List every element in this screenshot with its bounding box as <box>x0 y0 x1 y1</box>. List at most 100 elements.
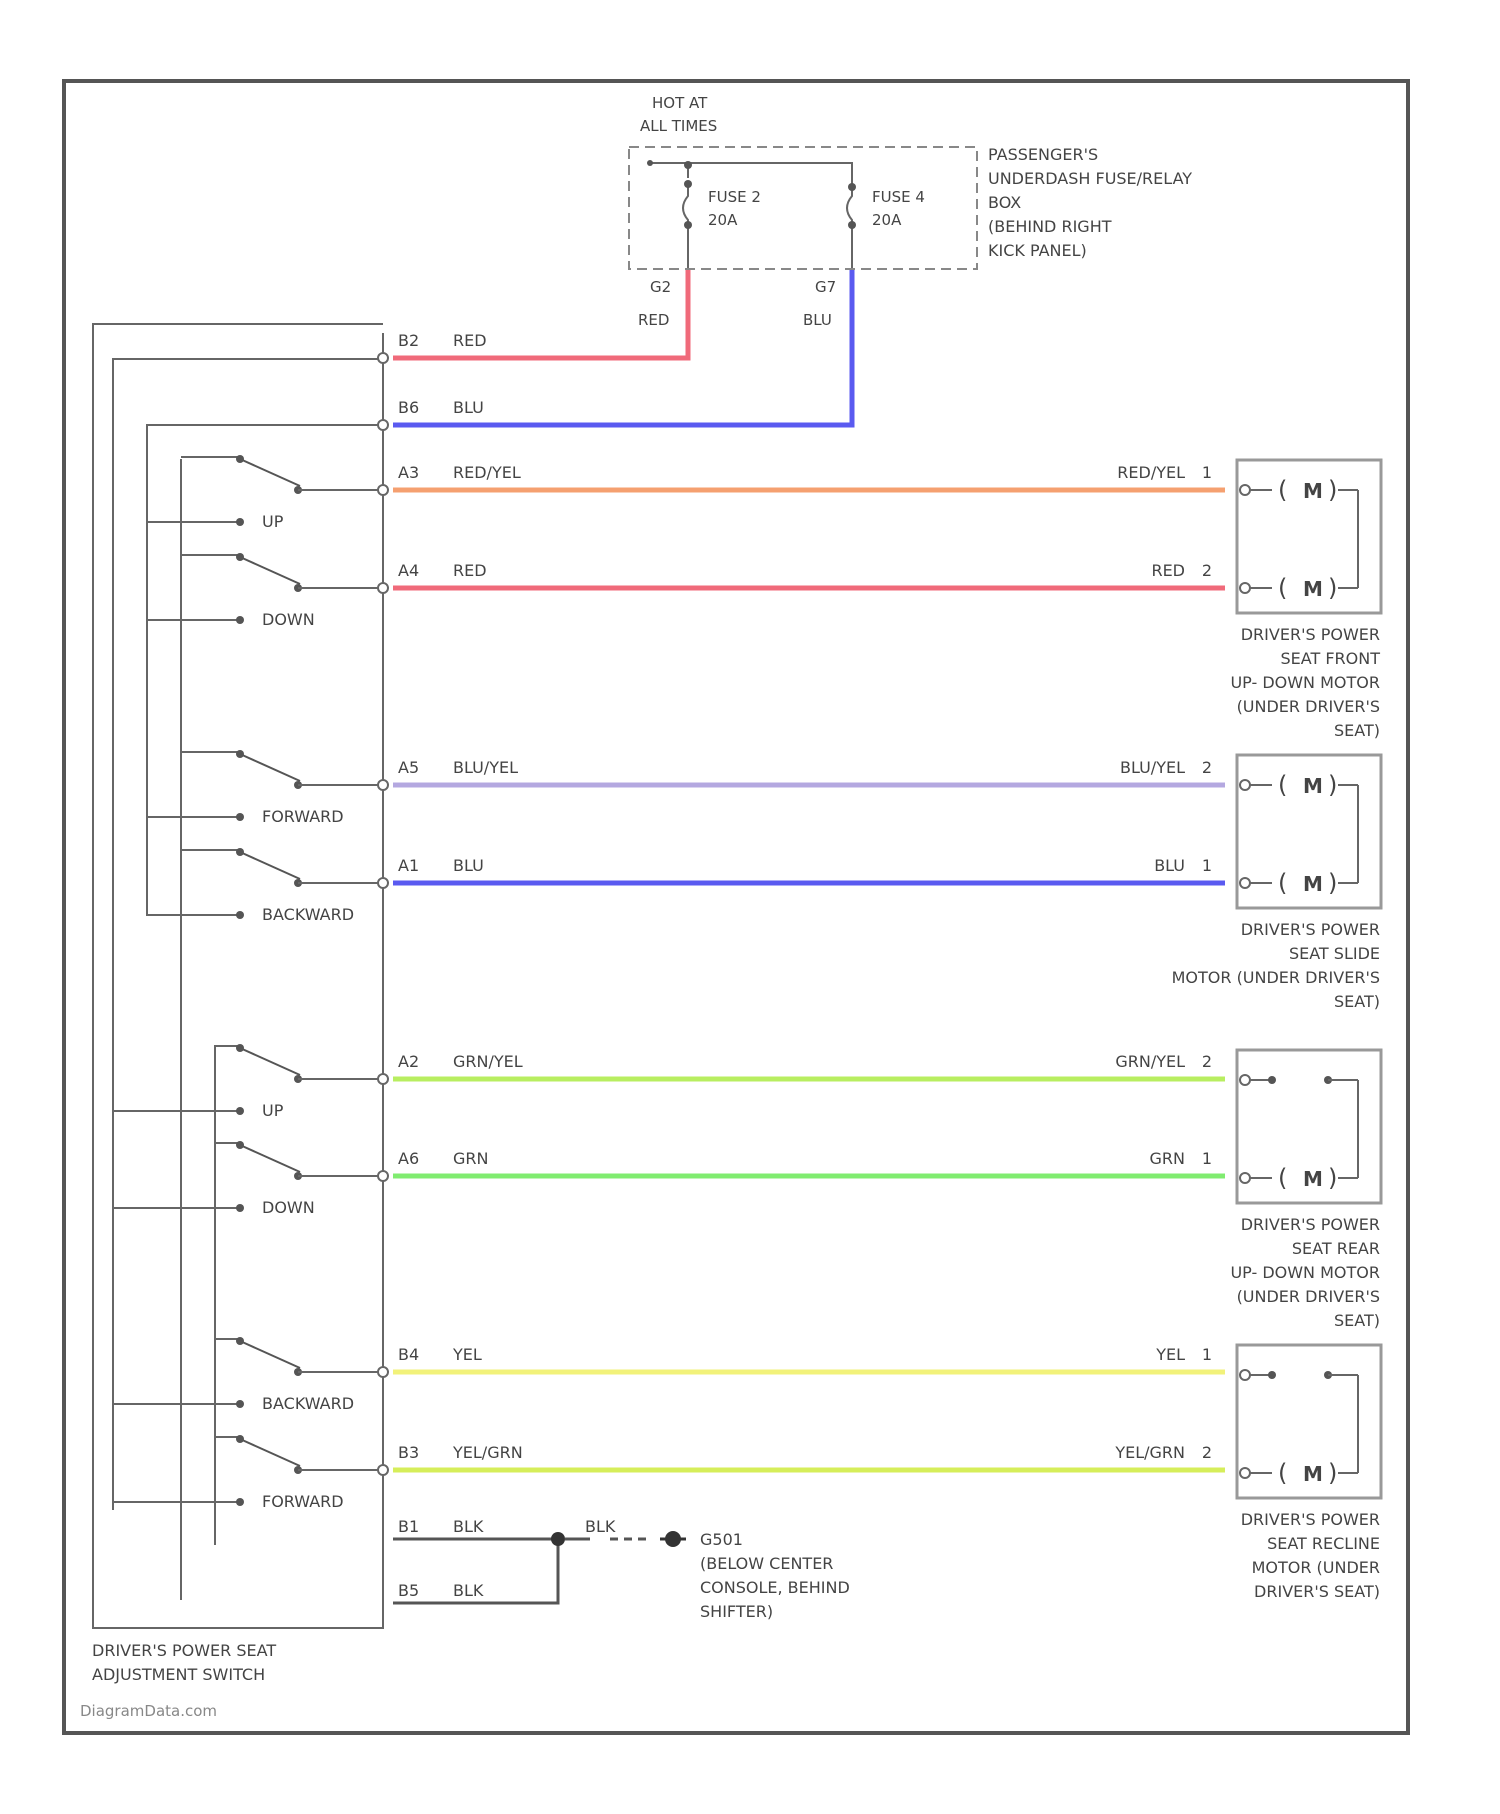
wire-pin-label: A1 <box>398 856 419 875</box>
switch-pin-terminal <box>378 1465 388 1475</box>
motor-paren-left: ( <box>1278 574 1287 602</box>
motor-symbol: M <box>1303 577 1323 601</box>
wire-end-pin: 1 <box>1202 1149 1212 1168</box>
wire-color-label: RED/YEL <box>453 463 521 482</box>
switch-bus-point <box>236 1107 244 1115</box>
fuse-2-name: FUSE 2 <box>708 188 761 206</box>
fuse-2-rating: 20A <box>708 211 738 229</box>
fuse-box-name-line: UNDERDASH FUSE/RELAY <box>988 169 1192 188</box>
wire-end-pin: 1 <box>1202 463 1212 482</box>
ground-name-line: G501 <box>700 1530 743 1549</box>
watermark: DiagramData.com <box>80 1702 217 1720</box>
ground-wire-1: BLK <box>453 1517 484 1536</box>
wire-end-pin: 1 <box>1202 856 1212 875</box>
motor-name-line: SEAT SLIDE <box>1289 944 1380 963</box>
switch-blade <box>240 557 300 584</box>
ground-name-line: SHIFTER) <box>700 1602 773 1621</box>
switch-pin-terminal <box>378 1171 388 1181</box>
motors: ( M) ( M) DRIVER'S POWER SEAT FRONT UP- DOWN M… <box>1172 460 1381 1601</box>
wire-end-color-label: RED <box>1151 561 1185 580</box>
fuse-4-name: FUSE 4 <box>872 188 925 206</box>
switch-bus-point <box>236 616 244 624</box>
switch-action-label: DOWN <box>262 610 315 629</box>
motor-symbol: M <box>1303 479 1323 503</box>
motor-paren-left: ( <box>1278 869 1287 897</box>
switch-pin-terminal <box>378 878 388 888</box>
switch-action-label: DOWN <box>262 1198 315 1217</box>
wire-color-label: RED <box>453 331 487 350</box>
motor-name-line: MOTOR (UNDER <box>1252 1558 1380 1577</box>
fuse-box-pin-left: G2 <box>650 278 671 296</box>
motor-paren-left: ( <box>1278 1459 1287 1487</box>
motor-name-line: SEAT REAR <box>1292 1239 1380 1258</box>
switch-pin-terminal <box>378 420 388 430</box>
motor-paren-right: ) <box>1328 1459 1337 1487</box>
wire-end-color-label: GRN/YEL <box>1115 1052 1185 1071</box>
ground-name-line: (BELOW CENTER <box>700 1554 833 1573</box>
switch-bus-point <box>236 813 244 821</box>
motor-paren-left: ( <box>1278 1164 1287 1192</box>
motor-paren-right: ) <box>1328 869 1337 897</box>
fuse-box-name-line: BOX <box>988 193 1021 212</box>
motor-name-line: SEAT FRONT <box>1281 649 1381 668</box>
wire-pin-label: B4 <box>398 1345 419 1364</box>
wire-end-pin: 1 <box>1202 1345 1212 1364</box>
limit-switch-point <box>1268 1371 1276 1379</box>
wire-color-label: BLU/YEL <box>453 758 518 777</box>
ground-wire-out: BLK <box>585 1517 616 1536</box>
motor-name-line: (UNDER DRIVER'S <box>1237 1287 1380 1306</box>
motor-name-line: SEAT) <box>1334 1311 1380 1330</box>
wire-pin-label: A6 <box>398 1149 419 1168</box>
motor-name-line: MOTOR (UNDER DRIVER'S <box>1172 968 1380 987</box>
switch-action-label: BACKWARD <box>262 1394 354 1413</box>
switch-pin-terminal <box>378 780 388 790</box>
ground: B1 BLK B5 BLK BLK G501(BELOW CENTERCONSO… <box>393 1517 850 1621</box>
motor-symbol: M <box>1303 1167 1323 1191</box>
motor-terminal <box>1240 583 1250 593</box>
switch-action-label: UP <box>262 1101 284 1120</box>
motor-name-line: DRIVER'S SEAT) <box>1254 1582 1380 1601</box>
wire-end-color-label: BLU/YEL <box>1120 758 1185 777</box>
seat-switch: UPDOWNFORWARDBACKWARDUPDOWNBACKWARDFORWA… <box>92 324 383 1684</box>
wire-end-color-label: YEL <box>1155 1345 1185 1364</box>
wire-color-label: YEL/GRN <box>452 1443 523 1462</box>
motor-terminal <box>1240 1173 1250 1183</box>
fuse-box-name-line: KICK PANEL) <box>988 241 1087 260</box>
switch-name-line: DRIVER'S POWER SEAT <box>92 1641 276 1660</box>
wire-end-pin: 2 <box>1202 1443 1212 1462</box>
wire-end-color-label: YEL/GRN <box>1114 1443 1185 1462</box>
switch-bus-point <box>236 1400 244 1408</box>
switch-action-label: FORWARD <box>262 1492 344 1511</box>
ground-pin-2: B5 <box>398 1581 419 1600</box>
fuse-box-name-line: PASSENGER'S <box>988 145 1098 164</box>
ground-wire-2: BLK <box>453 1581 484 1600</box>
motor-symbol: M <box>1303 774 1323 798</box>
motor-name-line: DRIVER'S POWER <box>1241 1215 1380 1234</box>
switch-action-label: BACKWARD <box>262 905 354 924</box>
motor-terminal <box>1240 780 1250 790</box>
fuse-box-name-line: (BEHIND RIGHT <box>988 217 1112 236</box>
wire-pin-label: B6 <box>398 398 419 417</box>
wire-color-label: YEL <box>452 1345 482 1364</box>
motor-terminal <box>1240 878 1250 888</box>
switch-pin-terminal <box>378 583 388 593</box>
motor-name-line: UP- DOWN MOTOR <box>1230 673 1380 692</box>
wire-end-color-label: GRN <box>1150 1149 1185 1168</box>
switch-blade <box>240 1341 300 1368</box>
all-times-label: ALL TIMES <box>640 117 717 135</box>
ground-name-line: CONSOLE, BEHIND <box>700 1578 850 1597</box>
wire-pin-label: A2 <box>398 1052 419 1071</box>
switch-action-label: FORWARD <box>262 807 344 826</box>
switch-blade <box>240 1439 300 1466</box>
wires: B2REDB6BLURED/YEL1A3RED/YELRED2A4REDBLU/… <box>378 270 1225 1475</box>
wire-color-label: BLU <box>453 856 484 875</box>
wire-pin-label: A4 <box>398 561 419 580</box>
fuse-box-outline <box>629 147 977 269</box>
motor-paren-right: ) <box>1328 574 1337 602</box>
fuse-box-pin-right: G7 <box>815 278 836 296</box>
switch-bus-point <box>236 1498 244 1506</box>
wire-color-label: GRN <box>453 1149 488 1168</box>
motor-paren-left: ( <box>1278 476 1287 504</box>
wire-pin-label: A3 <box>398 463 419 482</box>
